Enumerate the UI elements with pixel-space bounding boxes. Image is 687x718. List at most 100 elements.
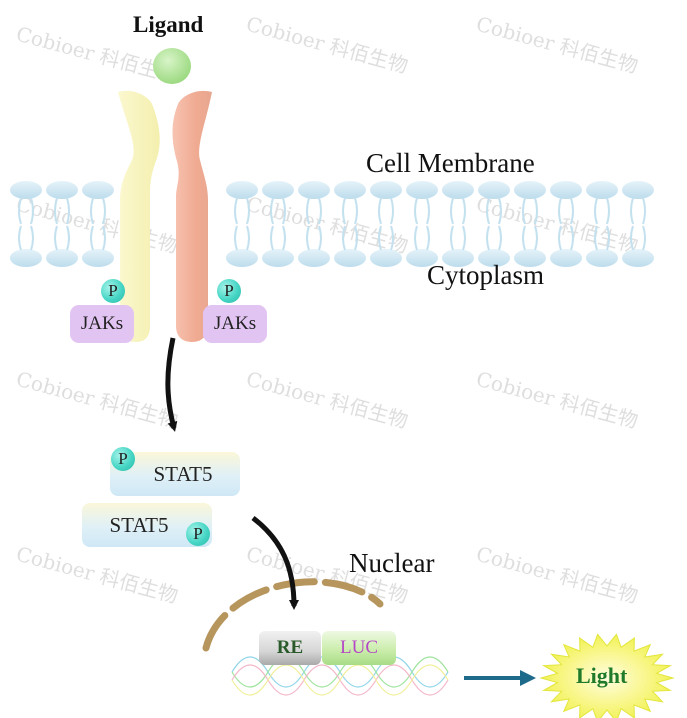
lipid-head — [586, 249, 618, 267]
lipid-head — [298, 249, 330, 267]
lipid-head — [442, 249, 474, 267]
cell-membrane-bilayer — [10, 181, 654, 267]
lipid-tail — [486, 197, 490, 225]
lipid-tail — [306, 197, 310, 225]
lipid-tail — [234, 225, 238, 251]
lipid-tail — [378, 225, 382, 251]
lipid-tail — [426, 197, 430, 225]
svg-text:Cobioer 科佰生物: Cobioer 科佰生物 — [474, 12, 641, 78]
lipid-tail — [534, 197, 538, 225]
lipid-head — [298, 181, 330, 199]
lipid-head — [370, 181, 402, 199]
lipid-tail — [558, 197, 562, 225]
lipid-tail — [246, 197, 250, 225]
lipid-head — [478, 181, 510, 199]
luc-label: LUC — [340, 637, 378, 658]
ligand-sphere — [153, 48, 191, 84]
stat5-top-label: STAT5 — [153, 461, 213, 486]
lipid-tail — [594, 197, 598, 225]
lipid-tail — [414, 225, 418, 251]
svg-text:Cobioer 科佰生物: Cobioer 科佰生物 — [244, 367, 411, 433]
lipid-head — [514, 249, 546, 267]
lipid-head — [622, 249, 654, 267]
svg-text:Cobioer 科佰生物: Cobioer 科佰生物 — [14, 367, 181, 433]
lipid-tail — [486, 225, 490, 251]
lipid-tail — [462, 225, 466, 251]
lipid-tail — [270, 225, 274, 251]
lipid-head — [10, 249, 42, 267]
stat5-top: STAT5 — [110, 452, 240, 496]
lipid-tail — [630, 225, 634, 251]
phospho-label: P — [193, 524, 203, 543]
dna-double-helix — [231, 656, 449, 696]
phospho-label: P — [118, 449, 128, 468]
phospho-badge-stat5-top: P — [111, 447, 135, 471]
lipid-tail — [558, 225, 562, 251]
lipid-tail — [378, 197, 382, 225]
lipid-tail — [630, 197, 634, 225]
lipid-tail — [594, 225, 598, 251]
lipid-tail — [342, 225, 346, 251]
lipid-tail — [606, 197, 610, 225]
lipid-head — [478, 249, 510, 267]
lipid-head — [262, 181, 294, 199]
phospho-label: P — [108, 281, 118, 300]
lipid-tail — [354, 225, 358, 251]
lipid-head — [406, 249, 438, 267]
lipid-tail — [30, 225, 34, 251]
lipid-tail — [570, 225, 574, 251]
lipid-head — [586, 181, 618, 199]
lipid-head — [262, 249, 294, 267]
jaks-right-label: JAKs — [213, 313, 257, 334]
lipid-tail — [270, 197, 274, 225]
stat5-bottom-label: STAT5 — [109, 512, 169, 537]
lipid-tail — [390, 197, 394, 225]
lipid-tail — [18, 225, 22, 251]
luc-element: LUC — [322, 631, 396, 665]
lipid-tail — [90, 197, 94, 225]
phospho-label: P — [224, 281, 234, 300]
lipid-tail — [606, 225, 610, 251]
lipid-head — [550, 249, 582, 267]
svg-text:Cobioer 科佰生物: Cobioer 科佰生物 — [14, 542, 181, 608]
jaks-right: JAKs — [203, 305, 267, 343]
svg-text:Cobioer 科佰生物: Cobioer 科佰生物 — [244, 192, 411, 258]
lipid-tail — [450, 197, 454, 225]
lipid-head — [46, 181, 78, 199]
lipid-tail — [282, 225, 286, 251]
lipid-tail — [90, 225, 94, 251]
lipid-tail — [318, 225, 322, 251]
lipid-head — [46, 249, 78, 267]
lipid-head — [550, 181, 582, 199]
lipid-head — [406, 181, 438, 199]
phospho-badge-jaks-left: P — [101, 279, 125, 303]
light-burst — [539, 633, 675, 718]
lipid-tail — [102, 197, 106, 225]
lipid-tail — [534, 225, 538, 251]
lipid-head — [82, 181, 114, 199]
lipid-tail — [414, 197, 418, 225]
re-element: RE — [259, 631, 321, 665]
jaks-left: JAKs — [70, 305, 134, 343]
lipid-tail — [450, 225, 454, 251]
arrow-receptor-to-stat5 — [165, 337, 178, 432]
lipid-tail — [246, 225, 250, 251]
lipid-head — [82, 249, 114, 267]
lipid-tail — [570, 197, 574, 225]
lipid-tail — [306, 225, 310, 251]
lipid-tail — [426, 225, 430, 251]
lipid-head — [226, 181, 258, 199]
lipid-tail — [54, 197, 58, 225]
lipid-head — [622, 181, 654, 199]
lipid-head — [334, 249, 366, 267]
lipid-tail — [390, 225, 394, 251]
ligand-label: Ligand — [133, 12, 204, 37]
arrow-luc-to-light — [464, 670, 536, 686]
lipid-tail — [234, 197, 238, 225]
lipid-tail — [462, 197, 466, 225]
nuclear-label: Nuclear — [349, 548, 435, 578]
svg-text:Cobioer 科佰生物: Cobioer 科佰生物 — [474, 367, 641, 433]
re-label: RE — [276, 637, 304, 658]
svg-text:Cobioer 科佰生物: Cobioer 科佰生物 — [244, 12, 411, 78]
